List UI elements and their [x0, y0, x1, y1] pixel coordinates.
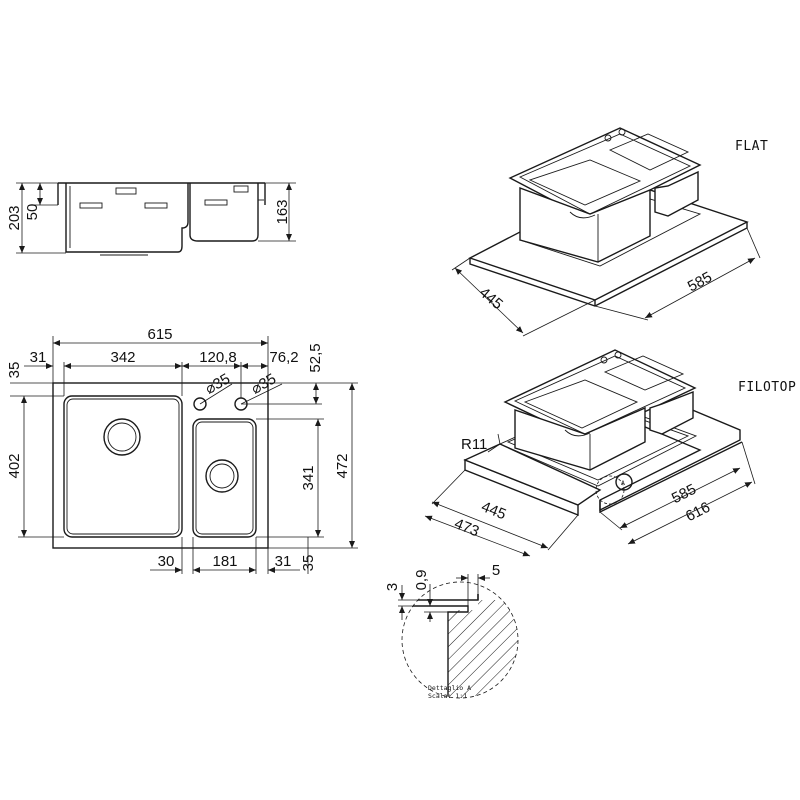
side-height-total: 203 — [6, 205, 23, 230]
top-height-large: 402 — [6, 453, 23, 478]
top-width-total: 615 — [147, 326, 172, 343]
top-hole-dia-2: ⌀35 — [248, 370, 279, 398]
top-bottom-margin-right: 35 — [300, 555, 317, 572]
top-width-small: 181 — [212, 553, 237, 570]
side-view — [16, 182, 296, 256]
filotop-dim-depth-inner: 445 — [479, 498, 509, 523]
top-hole-dia-1: ⌀35 — [202, 370, 233, 398]
detail-a-drawing — [398, 574, 519, 699]
filotop-drawing — [424, 349, 756, 557]
top-top-margin-left: 35 — [6, 362, 23, 379]
top-view — [10, 336, 358, 574]
top-right-margin-bottom: 31 — [275, 553, 292, 570]
filotop-dim-width-outer: 616 — [683, 499, 713, 526]
filotop-radius: R11 — [461, 436, 487, 453]
top-width-large: 342 — [110, 349, 135, 366]
detail-dim-c: 5 — [492, 562, 500, 579]
top-height-total: 472 — [334, 453, 351, 478]
top-hole-spacing: 120,8 — [199, 349, 237, 366]
side-height-small: 163 — [274, 199, 291, 224]
detail-dim-a: 3 — [384, 583, 401, 591]
filotop-label: FILOTOP — [738, 380, 796, 395]
detail-caption-1: Dettaglio A — [428, 684, 471, 692]
detail-dim-b: 0,9 — [413, 570, 430, 591]
flat-drawing — [451, 127, 761, 337]
top-gap-bowls: 30 — [158, 553, 175, 570]
top-height-small: 341 — [300, 465, 317, 490]
top-hole-offset: 52,5 — [307, 343, 324, 372]
side-height-rim: 50 — [24, 204, 41, 221]
flat-label: FLAT — [735, 139, 768, 154]
top-right-margin-top: 76,2 — [269, 349, 298, 366]
detail-caption-2: Scala: 1:1 — [428, 692, 467, 700]
flat-dim-depth: 445 — [476, 284, 506, 313]
filotop-detail-marker: A — [621, 479, 625, 487]
filotop-dim-depth-outer: 473 — [452, 515, 482, 540]
top-left-margin: 31 — [30, 349, 47, 366]
flat-dim-width: 585 — [685, 269, 715, 296]
